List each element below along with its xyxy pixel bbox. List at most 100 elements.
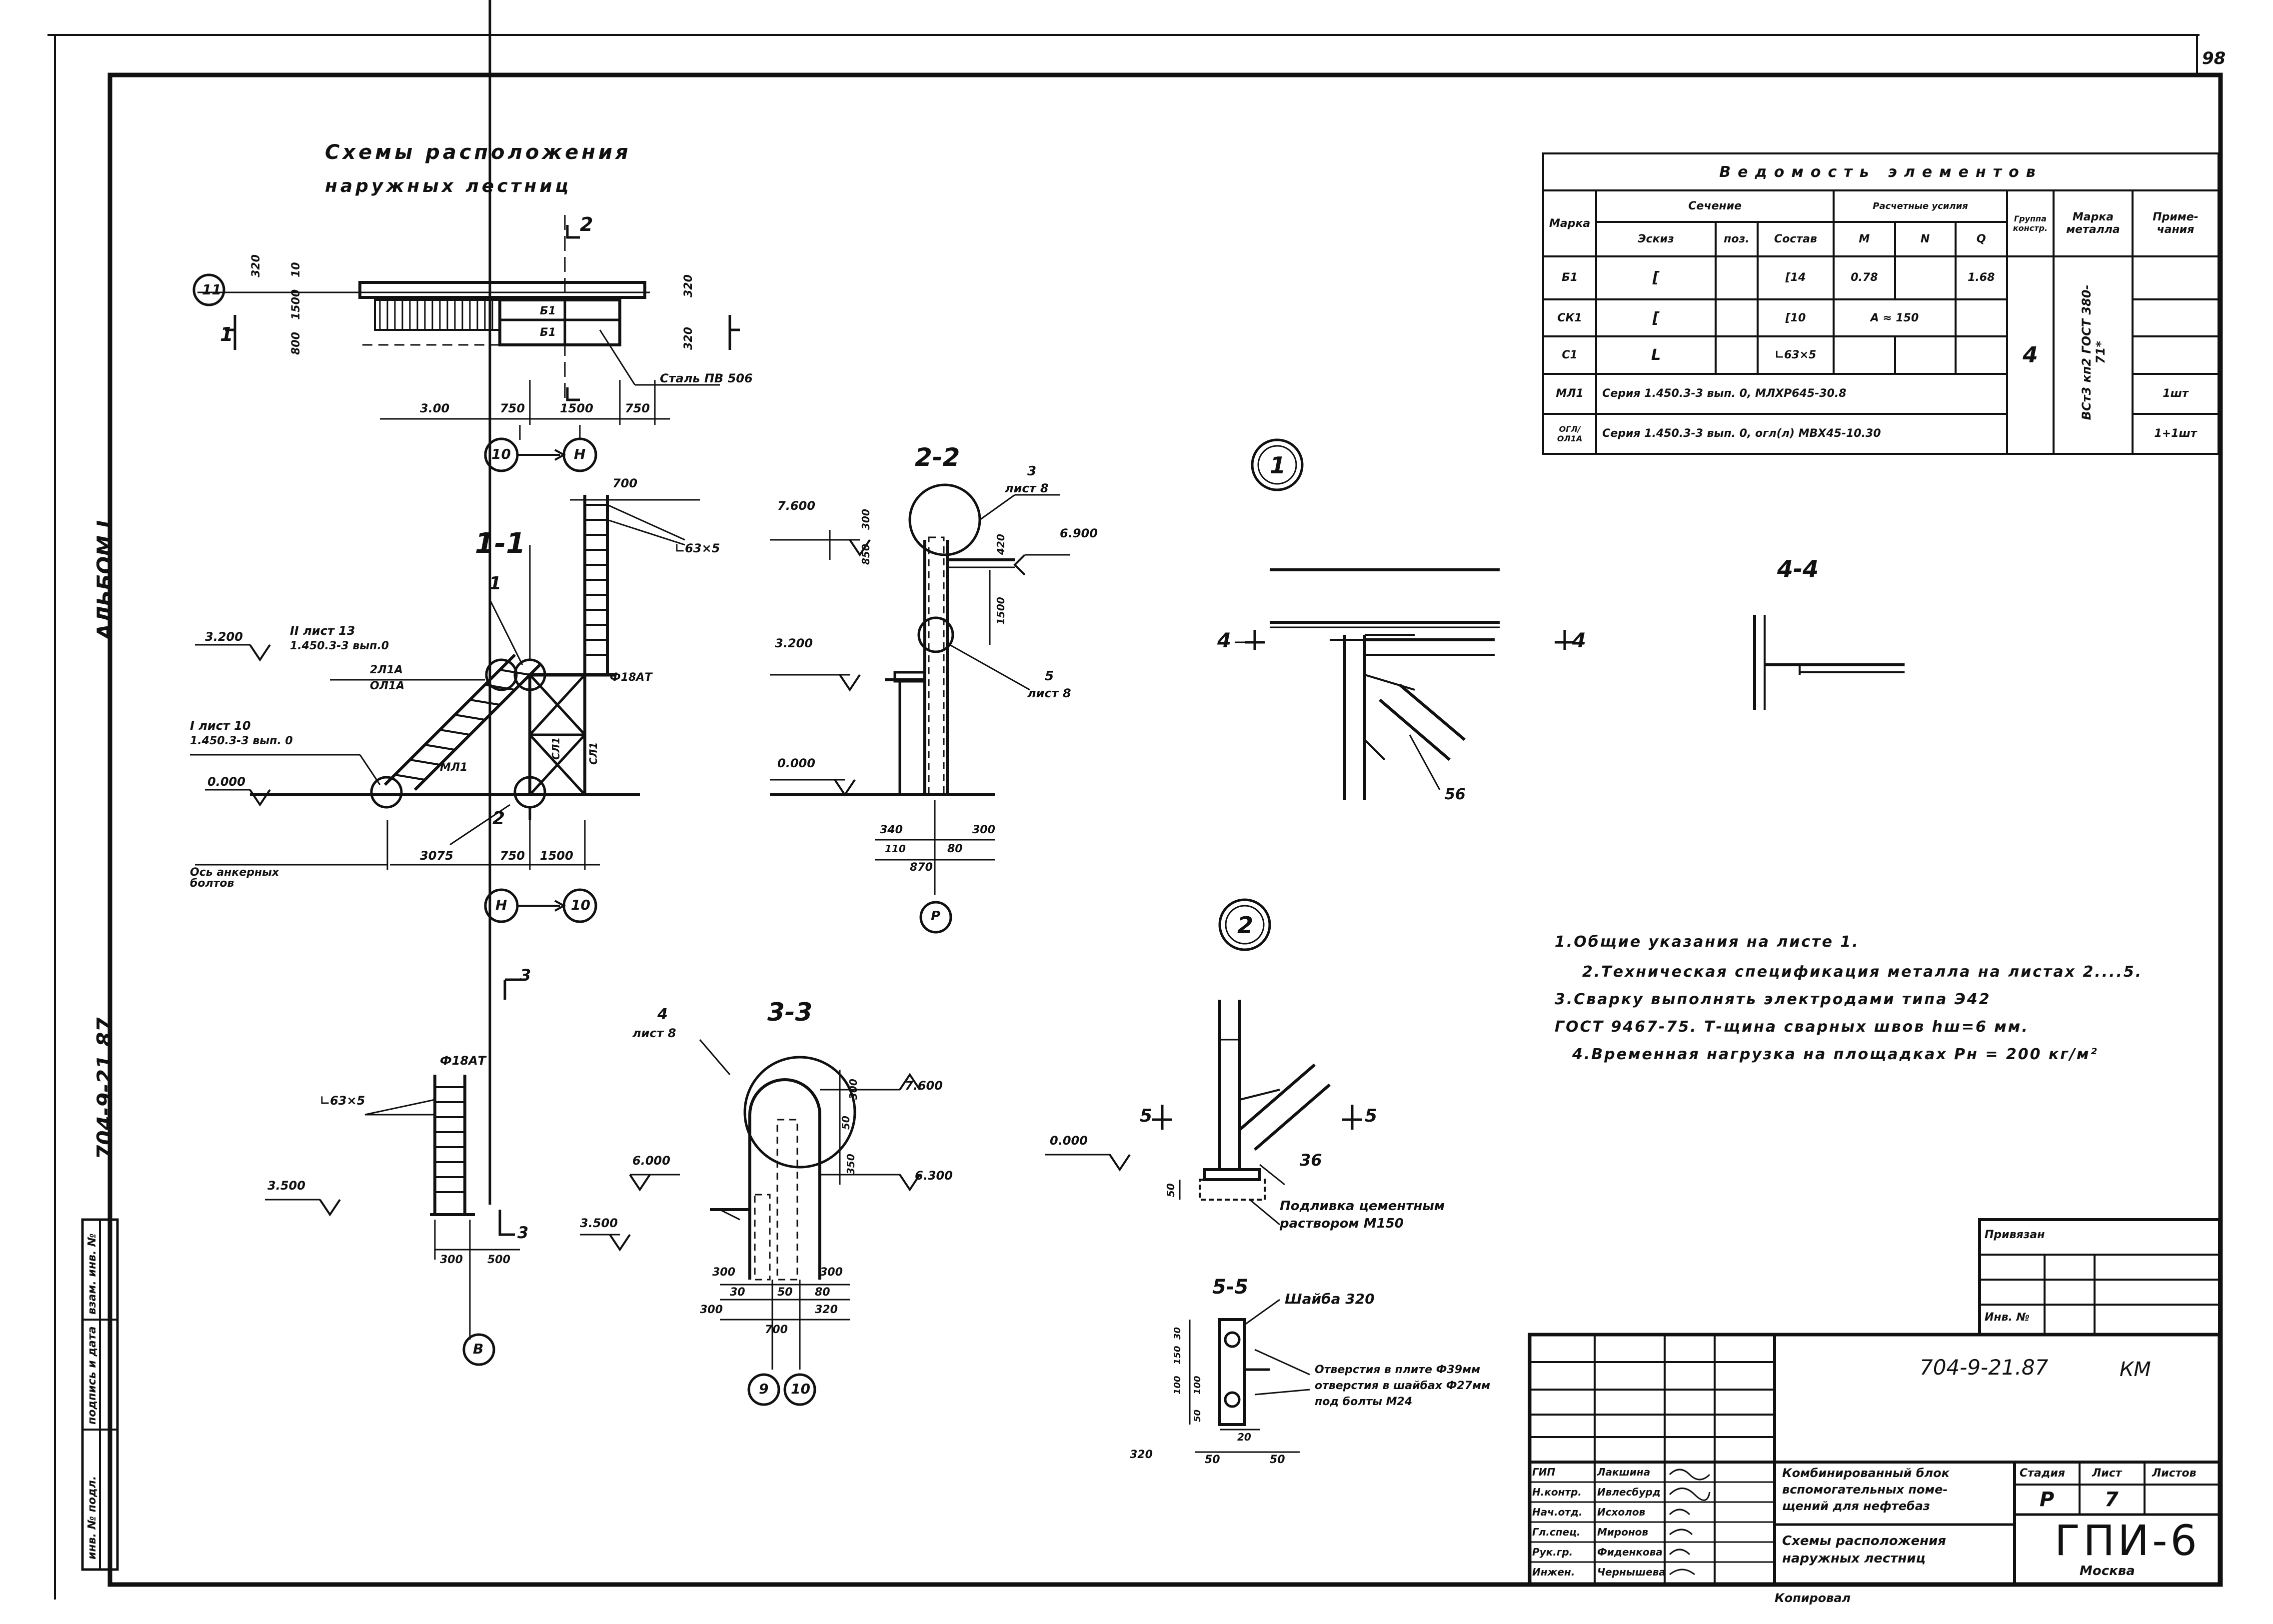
stamp-header-list: Лист	[2092, 1467, 2122, 1480]
sec33-ref-num: 4	[657, 1006, 668, 1023]
table-header-n: N	[1894, 221, 1957, 258]
margin-code-label: 704-9-21.87	[92, 1017, 117, 1160]
sec22-ref3-num: 3	[1027, 464, 1037, 479]
table-title: Ведомость элементов	[1542, 152, 2220, 192]
margin-album-label: АЛЬБОМ I	[92, 520, 117, 640]
stamp-role: Нач.отд.	[1532, 1506, 1583, 1518]
sec11-anchor-note: Ось анкерных болтов	[190, 866, 279, 890]
sec11-axis-h: Н	[495, 897, 507, 913]
sec22-level-6900: 6.900	[1060, 526, 1098, 540]
plan-cut-label-2: 2	[580, 213, 593, 235]
table-cell-note: 1шт	[2132, 372, 2220, 415]
table-header-sechenie: Сечение	[1595, 189, 1835, 223]
stamp-name: Ивлесбурд	[1597, 1486, 1661, 1498]
plan-b1-label-top: Б1	[540, 305, 556, 317]
det2-pour-line1: Подливка цементным	[1280, 1199, 1445, 1214]
sec22-ref5-num: 5	[1045, 669, 1054, 684]
stamp-copied: Копировал	[1775, 1591, 1851, 1605]
sec11-dim-0: 3075	[420, 849, 453, 863]
margin-cell-inv: инв. № подл.	[86, 1476, 98, 1560]
det2-cut-left: 5	[1140, 1106, 1153, 1126]
sec22-level-7600: 7.600	[777, 499, 815, 513]
det2-circle-label: 2	[1237, 912, 1254, 939]
sec22-level-0: 0.000	[777, 756, 815, 770]
margin-cell-replace: взам. инв. №	[86, 1233, 98, 1315]
sec3-dim-0: 300	[440, 1254, 463, 1266]
elements-table: Ведомость элементов Марка Сечение Расчет…	[1542, 152, 2220, 455]
note-3: 3.Сварку выполнять электродами типа Э42	[1555, 991, 1991, 1008]
sec22-title: 2-2	[915, 443, 960, 472]
det55-dim-bottom-2: 20	[1237, 1431, 1251, 1443]
plan-dim-left-1: 10	[290, 262, 302, 277]
det1-circle-label: 1	[1270, 452, 1286, 479]
table-cell-q: 1.68	[1954, 255, 2008, 300]
table-header-m: М	[1833, 221, 1896, 258]
sec11-label-2l1a: 2Л1А	[370, 664, 403, 676]
det2-dim-50: 50	[1165, 1183, 1177, 1197]
table-cell-force-n: 150	[1896, 311, 1919, 324]
plan-dim-right: 320	[682, 327, 695, 350]
sec11-level-3200: 3.200	[205, 630, 243, 644]
stamp-project-line3: щений для нефтебаз	[1782, 1499, 1930, 1513]
stamp-name: Фиденкова	[1597, 1546, 1663, 1558]
page-title-line2: наружных лестниц	[325, 176, 572, 196]
table-cell-force-a: А ≈	[1870, 311, 1892, 324]
sec3-level: 3.500	[267, 1179, 305, 1193]
sec33-level-3500: 3.500	[580, 1216, 618, 1230]
sec33-level-6000: 6.000	[632, 1154, 670, 1168]
sec11-axis-10: 10	[571, 897, 590, 913]
sec33-dim-mid-3: 300	[820, 1266, 843, 1279]
stamp-header-stadiya: Стадия	[2020, 1467, 2066, 1480]
plan-axis-h: Н	[574, 446, 586, 462]
det55-washer: Шайба 320	[1285, 1291, 1375, 1307]
sheet-corner-number: 98	[2202, 48, 2226, 68]
table-cell-eskiz: [	[1595, 298, 1717, 338]
stamp-role: ГИП	[1532, 1466, 1556, 1478]
sec33-ref: лист 8	[632, 1026, 676, 1040]
plan-dim-left-2: 1500	[290, 289, 302, 320]
sec22-dim-top-2: 420	[995, 534, 1007, 555]
note-3-cont: ГОСТ 9467-75. Т-щина сварных швов hш=6 м…	[1555, 1018, 2029, 1036]
stamp-header-listov: Листов	[2152, 1467, 2197, 1480]
sec11-label-angle: ∟63×5	[675, 541, 720, 555]
table-cell-n	[1894, 255, 1957, 300]
sec22-ref5: лист 8	[1027, 686, 1071, 700]
stamp-org: ГПИ-6	[2055, 1516, 2200, 1565]
table-cell-sostav: [14	[1756, 255, 1835, 300]
table-header-sostav: Состав	[1756, 221, 1835, 258]
det55-hole-line2: отверстия в шайбах Ф27мм	[1315, 1380, 1491, 1392]
page-title-line1: Схемы расположения	[325, 141, 631, 164]
stamp-name: Чернышева	[1597, 1566, 1666, 1578]
plan-axis-10: 10	[491, 446, 511, 462]
sec33-dim-right-0: 300	[847, 1079, 859, 1100]
stamp-km: КМ	[2120, 1358, 2151, 1381]
table-row: СК1 [ [10 А ≈ 150	[1542, 298, 2220, 338]
table-header-prim: Приме-чания	[2132, 189, 2220, 258]
table-header-poz: поз.	[1715, 221, 1759, 258]
plan-dim-left-3: 800	[290, 332, 302, 355]
table-cell-note: 1+1шт	[2132, 412, 2220, 455]
sec33-dim-bottom-2: 320	[815, 1304, 838, 1316]
sec11-label-2: 2	[492, 808, 505, 829]
sec11-dim-1: 750	[500, 849, 525, 863]
det55-dim-left-0: 30	[1172, 1327, 1183, 1340]
table-cell-marka: ОГЛ/ОЛ1А	[1542, 412, 1598, 455]
sec3-axis-b: В	[473, 1341, 484, 1357]
sec33-dim-mid-4: 80	[815, 1286, 830, 1299]
det55-dim-left-3: 100	[1192, 1376, 1203, 1395]
table-row: ОГЛ/ОЛ1А Серия 1.450.3-3 вып. 0, огл(л) …	[1542, 412, 2220, 455]
note-4: 4.Временная нагрузка на площадках Pн = 2…	[1572, 1046, 2099, 1063]
sec33-dim-right-2: 350	[845, 1154, 857, 1175]
plan-b1-label-bottom: Б1	[540, 326, 556, 339]
note-1: 1.Общие указания на листе 1.	[1555, 933, 1860, 951]
stamp-name: Миронов	[1597, 1526, 1649, 1538]
stamp-name: Лакшина	[1597, 1466, 1651, 1478]
det1-weld-label: 56	[1445, 786, 1466, 803]
sec22-dim-top-0: 300	[860, 509, 872, 530]
sec11-dim-700: 700	[612, 476, 638, 490]
sec33-title: 3-3	[767, 998, 813, 1027]
stamp-project-line1: Комбинированный блок	[1782, 1466, 1950, 1480]
table-row: С1 L ∟63×5	[1542, 335, 2220, 375]
det55-dim-bottom-1: 50	[1205, 1454, 1220, 1466]
table-cell-marka: МЛ1	[1542, 372, 1598, 415]
